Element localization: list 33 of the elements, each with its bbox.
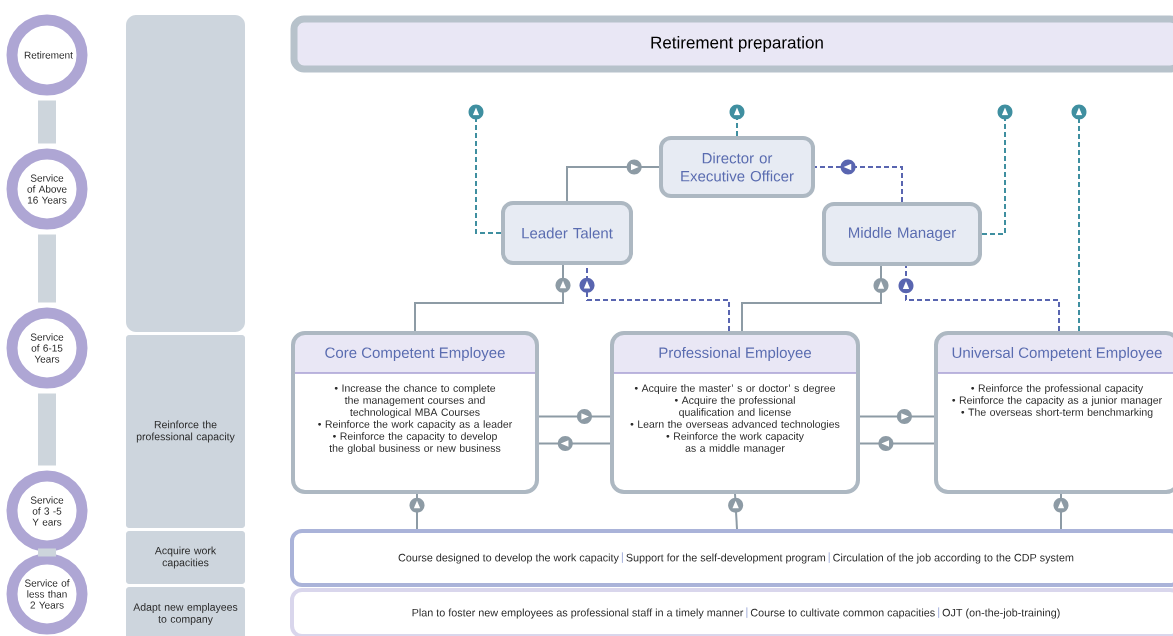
arrow bbox=[981, 104, 1013, 235]
arrow bbox=[859, 436, 935, 451]
practice-strip: Course designed to develop the work capacity Support for the self-development program Circulation of the job according to the CDP system bbox=[290, 529, 1173, 587]
title-bar: Retirement preparation bbox=[290, 15, 1173, 73]
practice-strip: Plan to foster new employees as professional staff in a timely manner Course to cultivate common capacities OJT (on-the-job-training) bbox=[290, 588, 1173, 636]
arrow bbox=[1071, 104, 1087, 332]
arrow bbox=[728, 493, 744, 530]
arrow bbox=[729, 104, 745, 137]
role-box: Leader Talent bbox=[501, 201, 633, 265]
role-box: Director or Executive Officer bbox=[659, 136, 815, 198]
arrow bbox=[741, 265, 889, 332]
timeline-bar bbox=[38, 548, 56, 557]
stage-band: Reinforce the professional capacity bbox=[126, 335, 245, 528]
timeline-bar bbox=[38, 393, 56, 466]
arrow bbox=[859, 409, 935, 424]
arrow bbox=[468, 104, 502, 234]
column-band bbox=[126, 15, 245, 332]
timeline-bar bbox=[38, 100, 56, 144]
employee-card: Professional Employee • Acquire the master’ s or doctor’ s degree • Acquire the professional qualification and license • Learn the overseas advanced technologies • Reinforce the work capacity as a middle manager bbox=[610, 331, 860, 494]
employee-card: Core Competent Employee • Increase the chance to complete the management courses and technological MBA Courses • Reinforce the work capacity as a leader • Reinforce the capacity to develop the global business or new business bbox=[291, 331, 539, 494]
stage-band: Acquire work capacities bbox=[126, 531, 245, 584]
arrow bbox=[538, 409, 611, 424]
arrow bbox=[409, 493, 425, 530]
role-box: Middle Manager bbox=[822, 202, 982, 266]
employee-card: Universal Competent Employee • Reinforce the professional capacity • Reinforce the capacity as a junior manager • The overseas short-term benchmarking bbox=[934, 331, 1173, 494]
arrow bbox=[1053, 493, 1069, 530]
timeline-bar bbox=[38, 234, 56, 303]
arrow bbox=[538, 436, 611, 451]
arrow bbox=[898, 265, 1060, 332]
arrow bbox=[414, 264, 571, 332]
arrow bbox=[566, 159, 660, 202]
arrow bbox=[814, 159, 903, 203]
stage-band: Adapt new emplayees to company bbox=[126, 587, 245, 636]
